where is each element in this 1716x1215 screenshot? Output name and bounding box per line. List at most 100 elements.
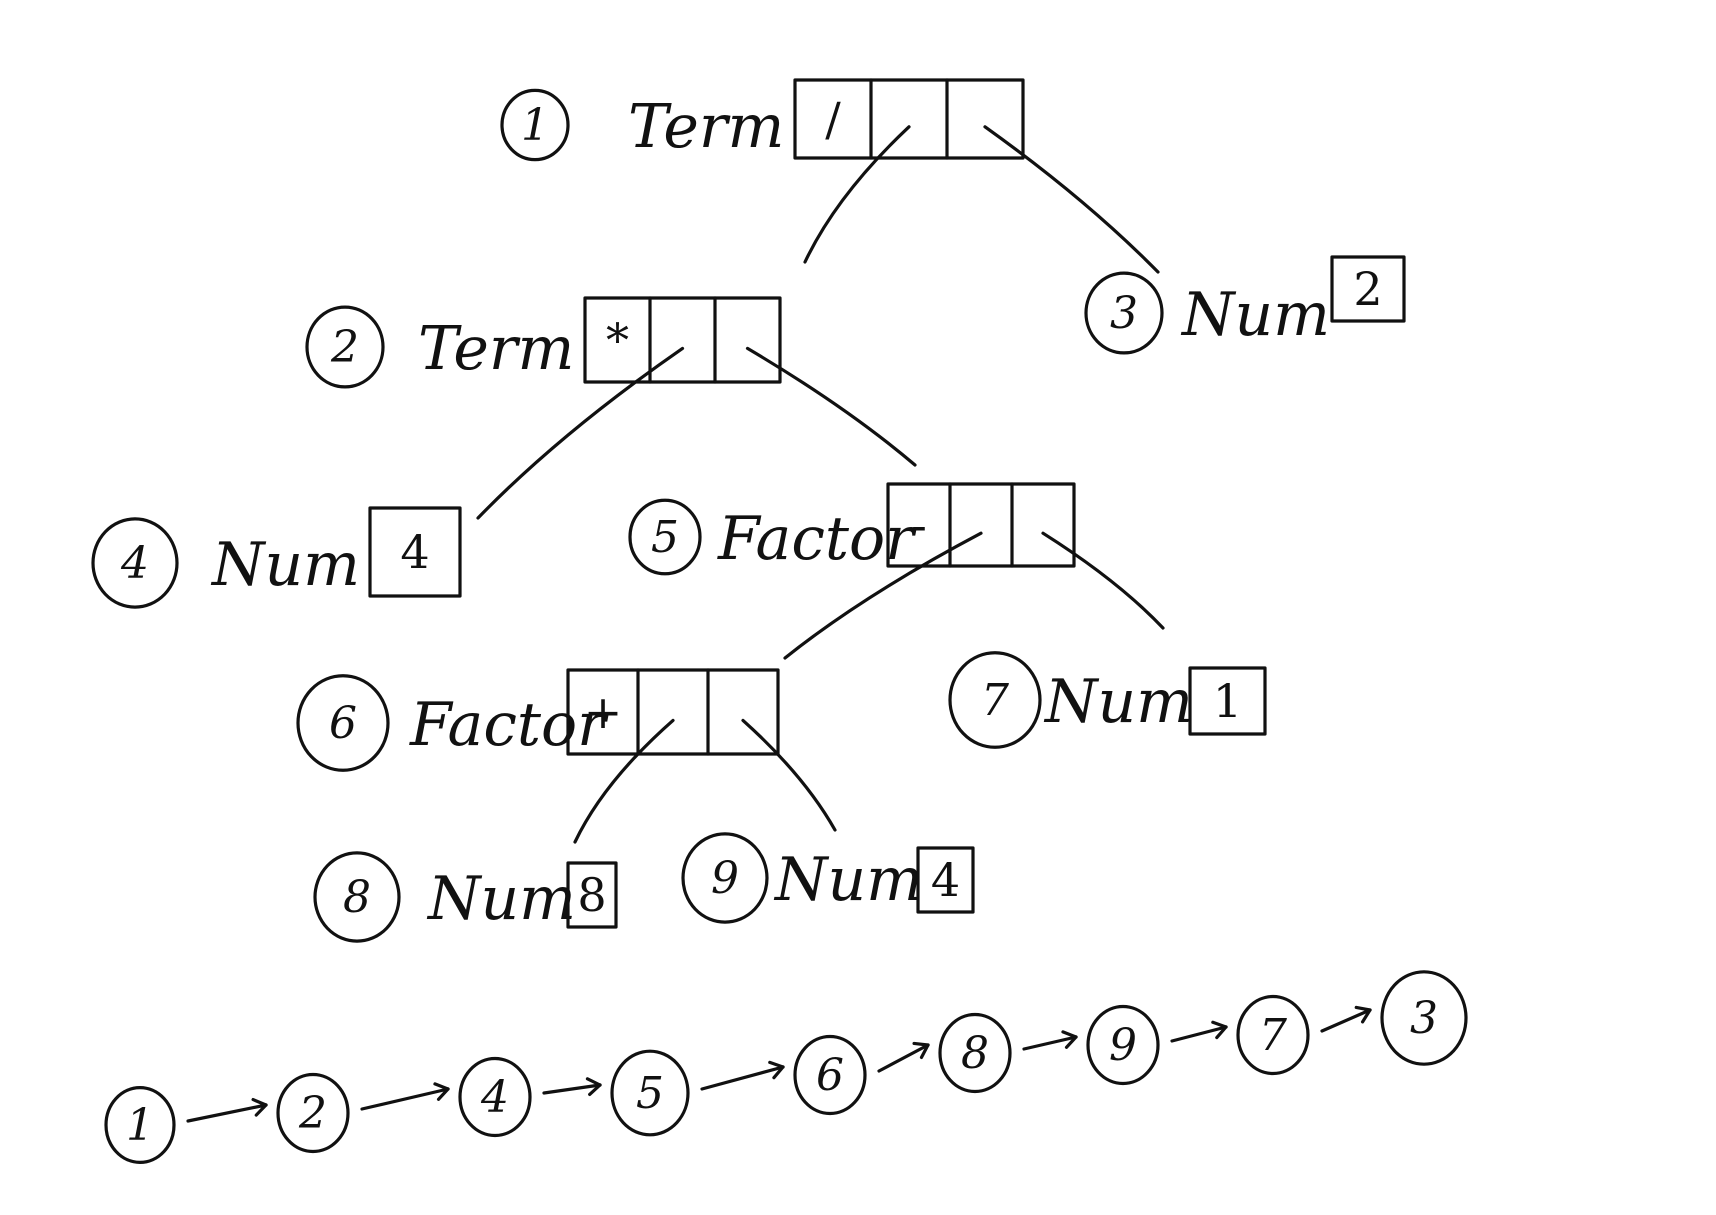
tree-node-3: 3 Num 2 xyxy=(1084,255,1406,355)
node-record-box xyxy=(566,861,618,929)
traversal-step-3: 4 xyxy=(458,1056,532,1138)
traversal-node-number: 5 xyxy=(636,1068,664,1119)
node-record-box xyxy=(916,846,975,914)
traversal-node-number: 3 xyxy=(1410,993,1438,1044)
tree-edge-1-3 xyxy=(983,125,1160,274)
traversal-step-7: 9 xyxy=(1086,1004,1160,1086)
tree-node-4: 4 Num 4 xyxy=(91,506,462,609)
traversal-step-9: 3 xyxy=(1380,970,1468,1066)
traversal-circle xyxy=(1380,970,1468,1066)
tree-edge-1-2 xyxy=(803,125,911,264)
tree-edge-6-8 xyxy=(573,718,675,844)
tree-edges xyxy=(476,125,1165,844)
traversal-node-number: 7 xyxy=(1259,1010,1287,1061)
traversal-circle xyxy=(1236,994,1310,1076)
node-number: 4 xyxy=(120,538,149,589)
node-number-circle xyxy=(1084,271,1164,355)
node-number-circle xyxy=(948,651,1042,749)
node-number: 1 xyxy=(521,100,549,151)
node-type-label: Num xyxy=(426,864,576,934)
node-type-label: Num xyxy=(1180,280,1330,350)
traversal-step-6: 8 xyxy=(938,1012,1012,1094)
traversal-circle xyxy=(104,1085,176,1164)
node-record-box xyxy=(886,482,1076,568)
node-number-circle xyxy=(296,674,390,772)
arrow-icon xyxy=(360,1082,450,1111)
arrow-icon xyxy=(542,1077,602,1097)
tree-node-2: 2 Term * xyxy=(305,296,782,389)
node-number: 3 xyxy=(1110,288,1138,339)
arrow-icon xyxy=(1320,1005,1372,1033)
node-number: 2 xyxy=(330,322,359,373)
tree-edge-5-7 xyxy=(1041,531,1165,630)
node-record-box xyxy=(1330,255,1406,323)
traversal-circle xyxy=(793,1034,867,1116)
record-cell-value: * xyxy=(606,313,629,367)
node-number: 5 xyxy=(651,512,679,563)
node-number-circle xyxy=(681,832,769,924)
arrow-icon xyxy=(186,1097,268,1123)
arrow-icon xyxy=(1170,1020,1228,1043)
node-type-label: Factor xyxy=(409,690,609,760)
record-cell-value: - xyxy=(911,498,927,552)
record-cell-value: 2 xyxy=(1353,262,1382,316)
arrow-icon xyxy=(700,1060,785,1091)
traversal-node-number: 1 xyxy=(126,1100,154,1151)
traversal-circle xyxy=(1086,1004,1160,1086)
tree-node-1: 1 Term / xyxy=(500,78,1025,162)
record-cell-value: 4 xyxy=(400,525,429,579)
node-type-label: Num xyxy=(210,530,360,600)
node-number-circle xyxy=(628,498,702,576)
traversal-node-number: 4 xyxy=(480,1072,509,1123)
node-record-box xyxy=(368,506,462,598)
node-type-label: Term xyxy=(418,314,574,384)
traversal-step-2: 2 xyxy=(276,1072,350,1154)
node-type-label: Factor xyxy=(717,504,917,574)
record-cell-value: / xyxy=(825,92,841,146)
node-number-circle xyxy=(500,88,570,162)
arrow-icon xyxy=(1022,1030,1078,1051)
traversal-sequence: 1 2 4 5 6 8 9 7 3 xyxy=(104,970,1468,1164)
node-type-label: Term xyxy=(628,92,784,162)
traversal-node-number: 2 xyxy=(298,1088,327,1139)
node-number-circle xyxy=(305,305,385,389)
traversal-step-4: 5 xyxy=(610,1049,690,1137)
record-cell-value: 8 xyxy=(577,868,606,922)
tree-edge-6-9 xyxy=(741,718,837,832)
tree-edge-5-6 xyxy=(783,531,983,660)
tree-node-5: 5 Factor- xyxy=(628,482,1076,576)
traversal-step-8: 7 xyxy=(1236,994,1310,1076)
arrow-icon xyxy=(877,1041,930,1073)
node-type-label: Num xyxy=(773,845,923,915)
tree-edge-2-5 xyxy=(745,346,917,467)
node-number-circle xyxy=(313,851,401,943)
node-record-box xyxy=(566,668,780,756)
record-cell-value: 4 xyxy=(931,853,960,907)
tree-node-7: 7 Num 1 xyxy=(948,651,1267,749)
node-record-box xyxy=(1188,666,1267,736)
traversal-node-number: 6 xyxy=(816,1050,844,1101)
record-cell-value: 1 xyxy=(1213,674,1242,728)
node-record-box xyxy=(583,296,782,384)
record-cell-value: + xyxy=(584,685,623,739)
traversal-step-1: 1 xyxy=(104,1085,176,1164)
node-number-circle xyxy=(91,517,179,609)
traversal-node-number: 9 xyxy=(1109,1020,1137,1071)
traversal-node-number: 8 xyxy=(961,1028,989,1079)
traversal-circle xyxy=(610,1049,690,1137)
node-number: 6 xyxy=(329,698,357,749)
node-type-label: Num xyxy=(1043,667,1193,737)
tree-node-6: 6 Factor+ xyxy=(296,668,780,772)
node-number: 8 xyxy=(343,872,371,923)
traversal-circle xyxy=(938,1012,1012,1094)
traversal-circle xyxy=(276,1072,350,1154)
node-number: 7 xyxy=(981,675,1009,726)
node-number: 9 xyxy=(711,853,739,904)
tree-edge-2-4 xyxy=(476,346,685,520)
traversal-circle xyxy=(458,1056,532,1138)
traversal-step-5: 6 xyxy=(793,1034,867,1116)
